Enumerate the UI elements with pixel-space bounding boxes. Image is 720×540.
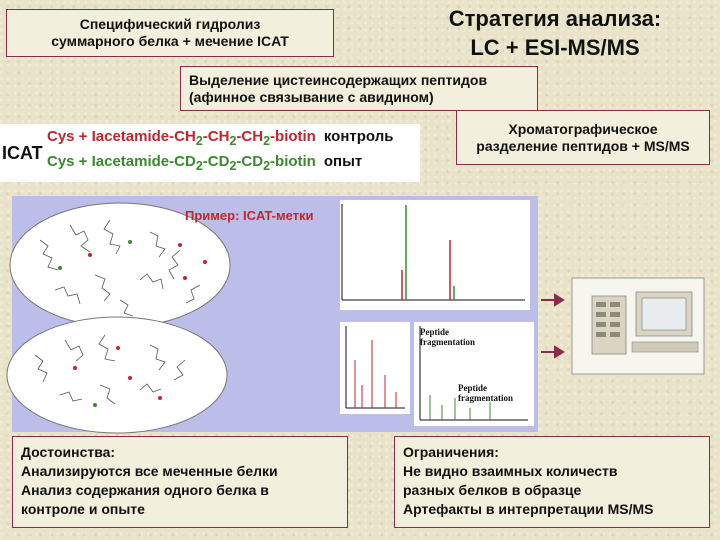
strategy-line-1: Стратегия анализа: — [448, 6, 662, 31]
peptide-fragmentation-label-1: Peptide fragmentation — [420, 327, 475, 347]
control-sub-3: 2 — [263, 134, 271, 148]
protein-chains-control — [39, 219, 201, 317]
hydrolysis-box: Специфический гидролиз суммарного белка … — [6, 9, 334, 57]
experiment-sub-3: 2 — [263, 159, 271, 173]
ms-spectrum-plot — [340, 200, 530, 310]
peptide-label-2a: Peptide — [458, 383, 487, 393]
fragmentation-plot-1 — [340, 322, 410, 414]
protein-mixture-experiment — [6, 316, 228, 434]
icat-panel: ICAT Cys + Iacetamide-CH2-CH2-CH2-biotin… — [0, 124, 420, 182]
hydrolysis-line-1: Специфический гидролиз — [79, 16, 261, 32]
chromatography-box: Хроматографическое разделение пептидов +… — [456, 110, 710, 165]
control-tag: контроль — [323, 128, 394, 145]
peptide-label-1b: fragmentation — [420, 337, 475, 347]
experiment-tag: опыт — [323, 153, 363, 170]
limitations-line-2: разных белков в образце — [403, 482, 582, 498]
control-mid-1: -CH — [202, 128, 230, 145]
experiment-sub-1: 2 — [195, 159, 203, 173]
isolation-line-1: Выделение цистеинсодержащих пептидов — [189, 71, 488, 88]
experiment-suffix: -biotin — [270, 153, 316, 170]
icat-label: ICAT — [2, 143, 43, 163]
control-mid-2: -CH — [236, 128, 264, 145]
strategy-line-2: LC + ESI-MS/MS — [470, 35, 640, 60]
example-label: Пример: ICAT-метки — [185, 208, 314, 223]
control-sub-2: 2 — [229, 134, 237, 148]
peptide-label-1a: Peptide — [420, 327, 449, 337]
experiment-sub-2: 2 — [229, 159, 237, 173]
peptide-fragmentation-label-2: Peptide fragmentation — [458, 383, 513, 403]
control-sub-1: 2 — [195, 134, 203, 148]
advantages-line-3: контроле и опыте — [21, 501, 145, 517]
experiment-mid-2: -CD — [236, 153, 264, 170]
label-marks-green — [58, 240, 132, 407]
peptide-label-2b: fragmentation — [458, 393, 513, 403]
control-prefix: Cys + Iacetamide-CH — [47, 128, 196, 145]
advantages-line-1: Анализируются все меченные белки — [21, 463, 278, 479]
chromatography-line-2: разделение пептидов + MS/MS — [476, 137, 690, 154]
advantages-box: Достоинства: Анализируются все меченные … — [12, 436, 348, 528]
isolation-line-2: (афинное связывание с авидином) — [189, 88, 434, 105]
mass-spectrometer-icon — [571, 277, 705, 375]
isolation-box: Выделение цистеинсодержащих пептидов (аф… — [180, 66, 538, 111]
fragmentation-plot-2 — [414, 322, 534, 426]
advantages-line-2: Анализ содержания одного белка в — [21, 482, 269, 498]
arrow-right-icon-2 — [554, 345, 565, 359]
experiment-prefix: Cys + Iacetamide-CD — [47, 153, 196, 170]
protein-chains-experiment — [34, 334, 186, 405]
advantages-title: Достоинства: — [21, 444, 116, 460]
control-suffix: -biotin — [270, 128, 316, 145]
limitations-title: Ограничения: — [403, 444, 499, 460]
arrow-right-icon — [554, 293, 565, 307]
strategy-title: Стратегия анализа: LC + ESI-MS/MS — [420, 4, 690, 62]
label-marks — [73, 243, 207, 400]
experiment-mid-1: -CD — [202, 153, 230, 170]
limitations-line-1: Не видно взаимных количеств — [403, 463, 618, 479]
hydrolysis-line-2: суммарного белка + мечение ICAT — [51, 33, 289, 49]
limitations-line-3: Артефакты в интерпретации MS/MS — [403, 501, 654, 517]
limitations-box: Ограничения: Не видно взаимных количеств… — [394, 436, 710, 528]
chromatography-line-1: Хроматографическое — [508, 120, 658, 137]
